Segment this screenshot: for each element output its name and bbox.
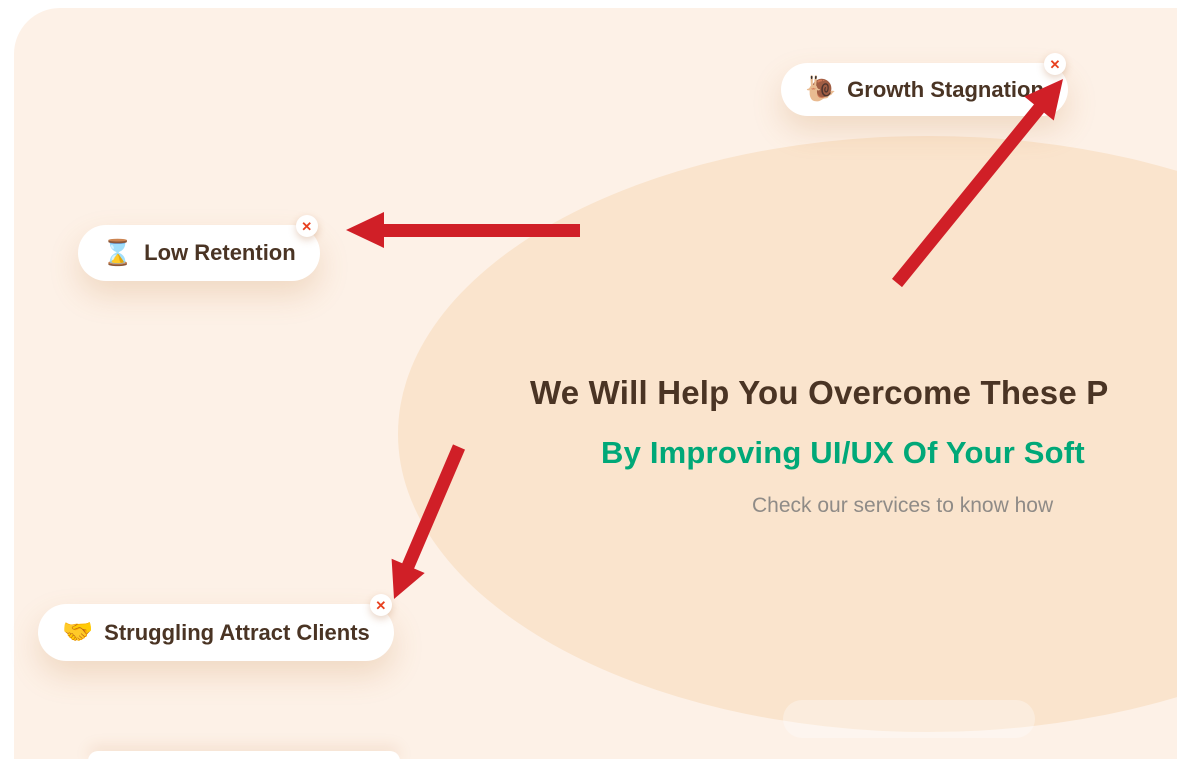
close-icon[interactable]: ✕ [1043,53,1066,75]
chip-label: Growth Stagnation [847,76,1044,102]
close-icon[interactable]: ✕ [369,594,392,616]
handshake-icon: 🤝 [62,618,94,646]
chip-label: Struggling Attract Clients [104,619,370,645]
hero-subtitle: By Improving UI/UX Of Your Soft [601,435,1085,470]
hero-title: We Will Help You Overcome These P [530,374,1109,411]
close-icon[interactable]: ✕ [295,215,318,237]
chip-struggling-attract-clients: 🤝 Struggling Attract Clients ✕ [38,594,394,661]
chip-low-retention: ⌛ Low Retention ✕ [78,215,320,281]
hourglass-icon: ⌛ [102,238,134,267]
partial-card-below-fold [88,751,400,759]
hero-caption: Check our services to know how [752,494,1054,517]
chip-growth-stagnation: 🐌 Growth Stagnation ✕ [781,53,1068,116]
faded-button-shape [783,700,1035,738]
snail-icon: 🐌 [805,75,837,103]
chip-label: Low Retention [144,240,296,265]
